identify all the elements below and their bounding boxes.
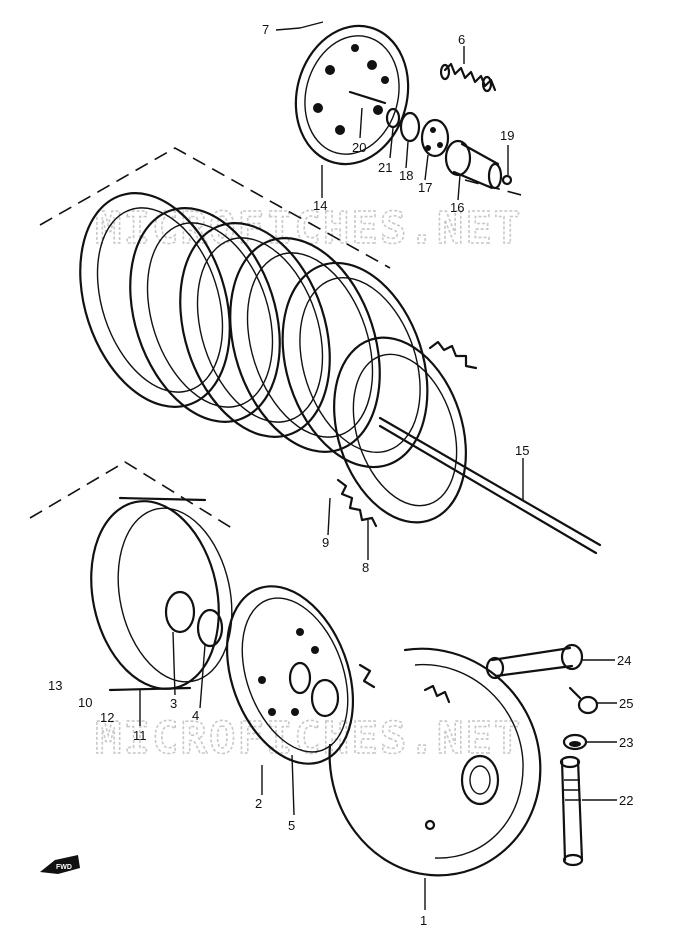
clutch-cover [328, 647, 542, 877]
part-label-11: 11 [133, 728, 147, 743]
part-label-4: 4 [192, 708, 199, 723]
assembly-boundary-upper [39, 147, 391, 269]
part-label-6: 6 [458, 32, 465, 47]
thrust-washer [196, 608, 224, 648]
part-label-20: 20 [352, 140, 366, 155]
part-label-24: 24 [617, 653, 631, 668]
hub-bushing [310, 678, 340, 718]
part-label-1: 1 [420, 913, 427, 928]
push-rod-lower-edge [378, 424, 598, 555]
part-label-10: 10 [78, 695, 92, 710]
part-label-13: 13 [48, 678, 62, 693]
part-label-17: 17 [418, 180, 432, 195]
part-label-8: 8 [362, 560, 369, 575]
pressure-plate [294, 21, 410, 166]
clutch-spring [439, 62, 497, 93]
part-label-16: 16 [450, 200, 464, 215]
o-ring-part [501, 174, 513, 186]
release-shaft [559, 755, 584, 867]
leader-lines [139, 27, 617, 910]
part-label-12: 12 [100, 710, 114, 725]
pressure-plate-rod [299, 21, 324, 29]
watermark-bottom: MICROFICHES.NET [95, 713, 522, 764]
pressure-plate-pin [348, 90, 387, 105]
release-arm [485, 643, 584, 680]
front-direction-marker: FWD [40, 855, 80, 874]
part-label-2: 2 [255, 796, 262, 811]
part-label-22: 22 [619, 793, 633, 808]
part-label-9: 9 [322, 535, 329, 550]
part-label-23: 23 [619, 735, 633, 750]
part-label-7: 7 [262, 22, 269, 37]
watermark-top: MICROFICHES.NET [95, 203, 522, 254]
primary-driven-gear [225, 585, 355, 765]
spacer-part [164, 590, 196, 634]
washer-part [385, 107, 401, 129]
release-bearing [420, 118, 450, 158]
push-piece [444, 139, 503, 190]
clutch-plate-stack [79, 192, 478, 528]
part-label-15: 15 [515, 443, 529, 458]
part-label-3: 3 [170, 696, 177, 711]
assembly-boundary-lower [29, 461, 236, 531]
part-label-5: 5 [288, 818, 295, 833]
part-label-21: 21 [378, 160, 392, 175]
part-label-18: 18 [399, 168, 413, 183]
bearing-part [399, 111, 421, 143]
part-label-25: 25 [619, 696, 633, 711]
part-label-19: 19 [500, 128, 514, 143]
front-marker-label: FWD [56, 864, 72, 871]
part-label-14: 14 [313, 198, 327, 213]
bolt-part [568, 686, 599, 715]
push-rod [378, 416, 602, 547]
oil-seal-core [569, 741, 581, 747]
